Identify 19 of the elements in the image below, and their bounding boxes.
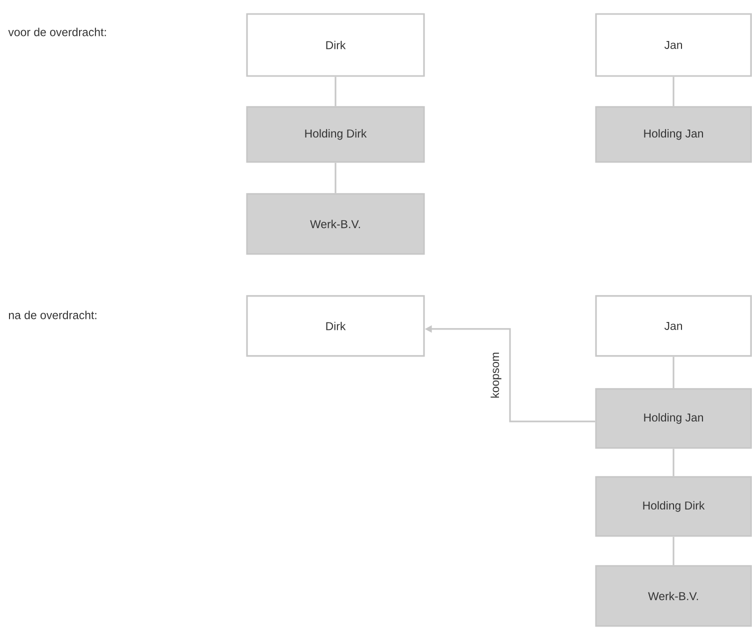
- connector-line: [334, 76, 336, 106]
- connector-line: [672, 76, 674, 106]
- company-box: Dirk: [246, 295, 425, 357]
- company-box: Werk-B.V.: [595, 565, 752, 627]
- company-box: Werk-B.V.: [246, 193, 425, 255]
- company-box: Holding Dirk: [246, 106, 425, 163]
- section-label: na de overdracht:: [8, 310, 96, 320]
- connector-line: [334, 162, 336, 194]
- edge-label: koopsom: [490, 350, 502, 400]
- company-box: Holding Jan: [595, 388, 752, 449]
- section-label: voor de overdracht:: [8, 28, 106, 36]
- company-box: Holding Jan: [595, 106, 752, 163]
- connector-line: [672, 536, 674, 566]
- company-box: Jan: [595, 13, 752, 77]
- connector-line: [672, 448, 674, 476]
- company-box: Holding Dirk: [595, 476, 752, 537]
- connector-line: [672, 356, 674, 388]
- company-box: Dirk: [246, 13, 425, 77]
- company-box: Jan: [595, 295, 752, 357]
